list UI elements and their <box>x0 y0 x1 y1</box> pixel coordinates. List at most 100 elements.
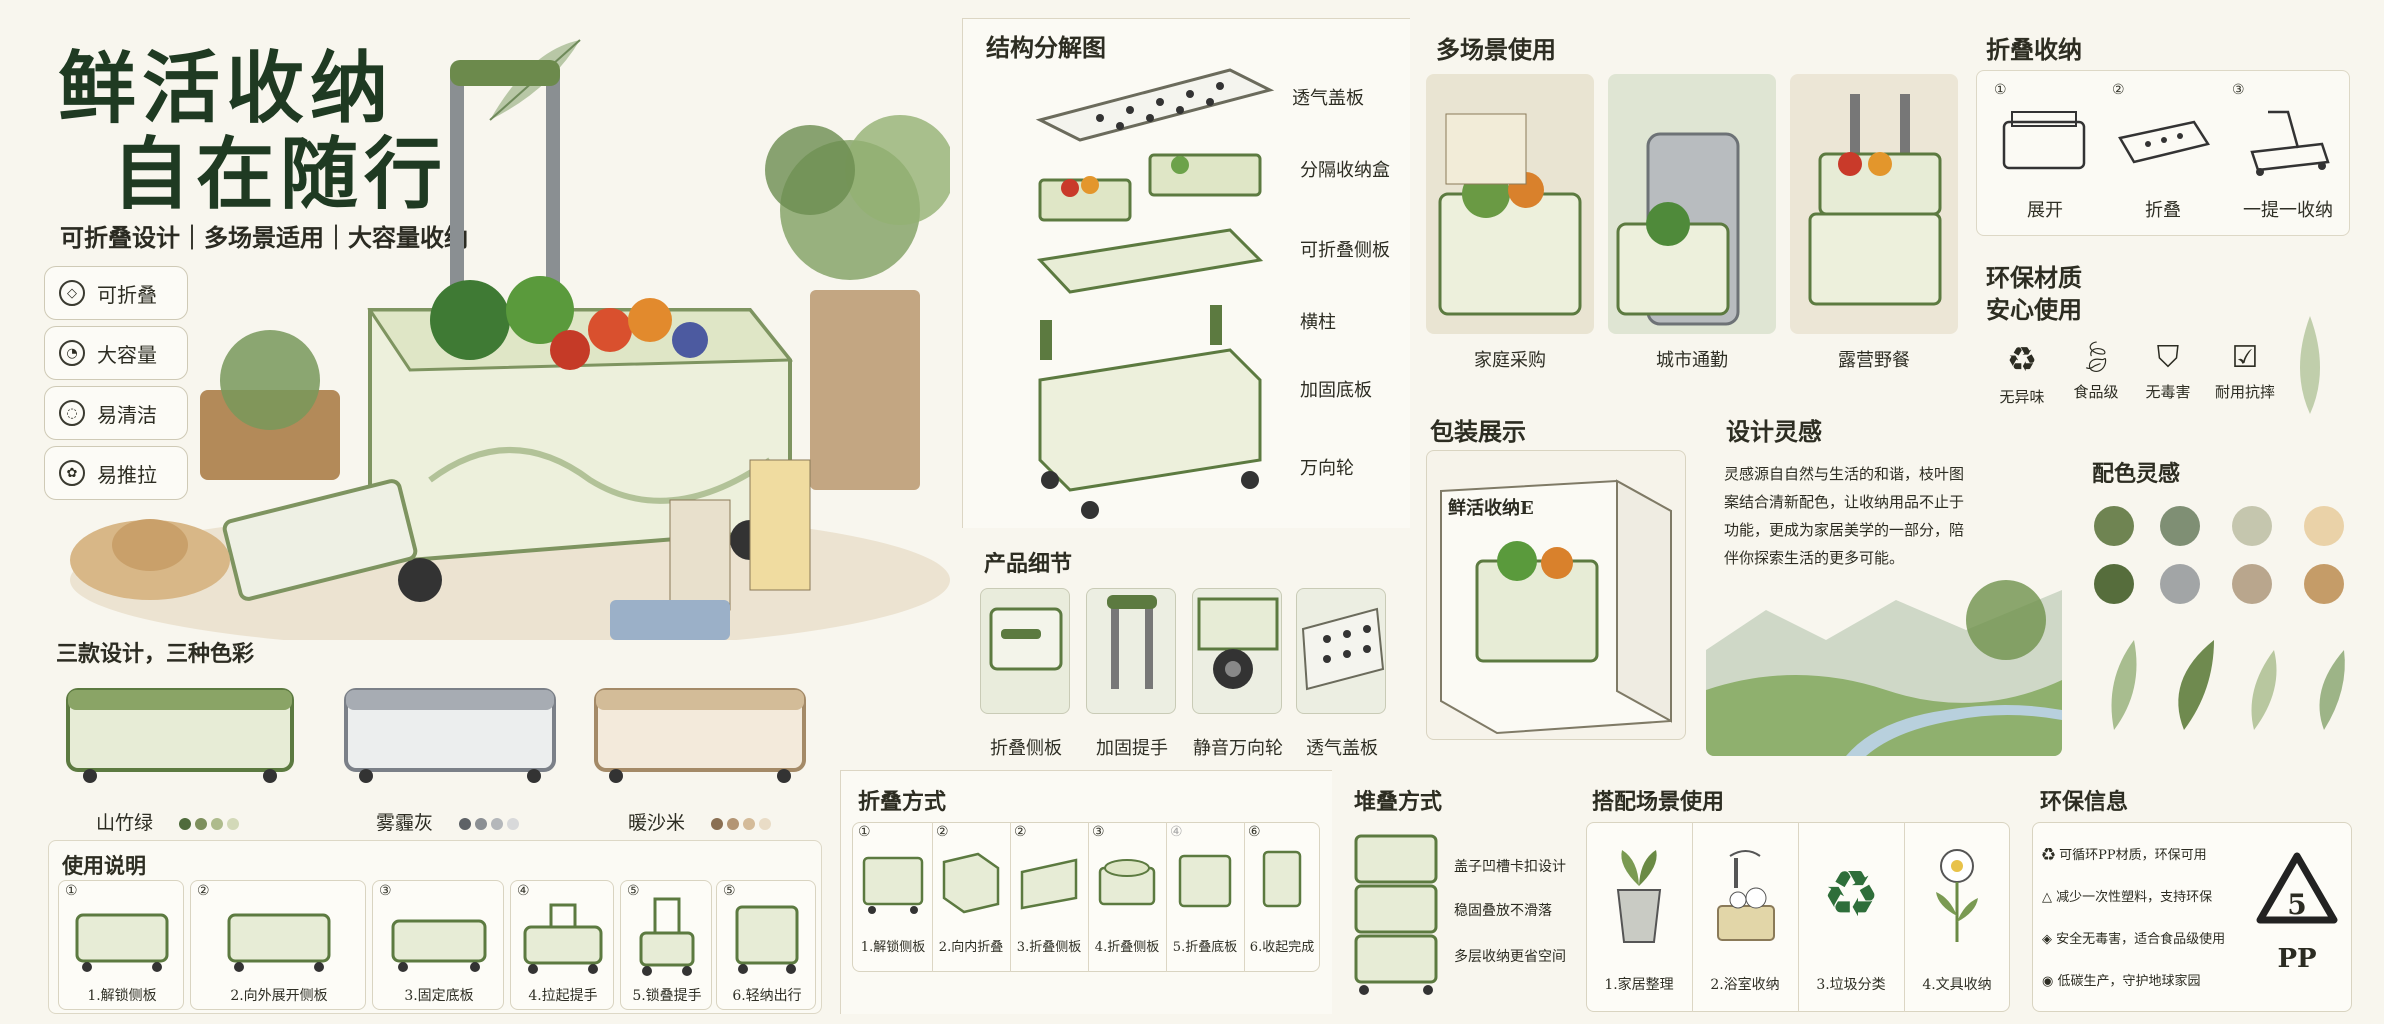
material-leaf-decor <box>2280 310 2340 420</box>
palette-swatch-2 <box>2160 506 2200 546</box>
pull-icon: ✿ <box>59 460 85 486</box>
flower-icon <box>1936 849 1978 942</box>
fold-method-step-6: ⑥ 6.收起完成 <box>1248 824 1315 955</box>
matching-title: 搭配场景使用 <box>1592 789 1725 815</box>
box-check-icon: ☑ <box>2231 340 2259 375</box>
material-item-foodgrade: 🍃︎ 食品级 <box>2058 340 2134 420</box>
detail-wheel <box>1192 588 1282 714</box>
material-item-nontoxic: ⛉ 无毒害 <box>2130 340 2206 420</box>
detail-label-1: 折叠侧板 <box>990 738 1062 759</box>
stacking-line-3: 多层收纳更省空间 <box>1454 949 1566 965</box>
palette-swatch-7 <box>2232 564 2272 604</box>
inspiration-text: 灵感源自自然与生活的和谐，枝叶图案结合清新配色，让收纳用品不止于功能，更成为家居… <box>1724 465 1965 567</box>
fold-method-step-1: ① 1.解锁侧板 <box>858 824 926 955</box>
scene-label-city: 城市通勤 <box>1656 350 1728 371</box>
fold-method-divider-2 <box>1010 822 1011 972</box>
usage-step-3: ③ 3.固定底板 <box>372 880 504 1010</box>
usage-step-4: ④ 4.拉起提手 <box>510 880 614 1010</box>
detail-handle <box>1086 588 1176 714</box>
usage-step-6: ⑤ 6.轻纳出行 <box>716 880 816 1010</box>
variant-sand-image <box>590 680 810 790</box>
fold-storage-panel <box>1976 70 2350 236</box>
matching-divider-3 <box>1904 822 1905 1012</box>
palette-swatch-3 <box>2232 506 2272 546</box>
variant-sand: 暖沙米 <box>628 808 775 835</box>
stacking-title: 堆叠方式 <box>1354 789 1443 815</box>
exploded-part-divider: 分隔收纳盒 <box>1300 160 1390 181</box>
fold-method-divider-5 <box>1244 822 1245 972</box>
fold-method-title: 折叠方式 <box>858 789 947 815</box>
feature-pill-fold: ◇可折叠 <box>44 266 188 320</box>
inspiration-title: 设计灵感 <box>1726 417 1822 446</box>
hero-title-line2: 自在随行 <box>112 129 449 220</box>
detail-fold-side <box>980 588 1070 714</box>
exploded-part-lid: 透气盖板 <box>1292 88 1364 109</box>
packaging-box-text: 鲜活收纳E <box>1448 498 1534 519</box>
stacking-line-2: 稳固叠放不滑落 <box>1454 903 1552 919</box>
inspiration-landscape <box>1706 560 2062 756</box>
eco-line-3: ◈ 安全无毒害，适合食品级使用 <box>2042 932 2226 947</box>
fold-method-divider-4 <box>1166 822 1167 972</box>
plant-pot-icon <box>1616 850 1662 943</box>
recycle-icon: ♻ <box>1822 858 1880 932</box>
stacking-image <box>1350 830 1440 1000</box>
detail-label-4: 透气盖板 <box>1306 738 1378 759</box>
matching-item-stationery: 4.文具收纳 <box>1904 822 2010 1012</box>
matching-item-home: 1.家居整理 <box>1586 822 1692 1012</box>
fold-step-3: ③ 一提一收纳 <box>2232 82 2333 221</box>
usage-step-5: ⑤ 5.锁叠提手 <box>620 880 712 1010</box>
exploded-part-wheel: 万向轮 <box>1300 458 1354 479</box>
fold-method-divider-3 <box>1088 822 1089 972</box>
leaf-icon: 🍃︎ <box>2076 340 2116 375</box>
fold-method-step-2: ② 2.向内折叠 <box>936 824 1004 955</box>
matching-item-bath: 2.浴室收纳 <box>1692 822 1798 1012</box>
capacity-icon: ◔ <box>59 340 85 366</box>
variant-sand-dots <box>711 812 775 834</box>
fold-step-1: ① 展开 <box>1990 82 2100 232</box>
eco-line-2: △ 减少一次性塑料，支持环保 <box>2042 890 2213 905</box>
shield-star-icon: ⛉ <box>2156 340 2180 375</box>
palette-title: 配色灵感 <box>2092 461 2181 487</box>
detail-label-2: 加固提手 <box>1096 738 1168 759</box>
fold-method-step-3: ② 3.折叠侧板 <box>1014 824 1082 955</box>
feature-pill-clean: ◌易清洁 <box>44 386 188 440</box>
packaging-box-image <box>1426 450 1686 740</box>
usage-title: 使用说明 <box>62 853 146 878</box>
exploded-diagram <box>1030 60 1290 530</box>
variant-gray-dots <box>459 812 523 834</box>
recycle-small-icon: ♻ <box>2042 848 2060 863</box>
recycle-icon: ♻ <box>2006 340 2038 380</box>
scenes-title: 多场景使用 <box>1436 35 1556 64</box>
triangle-icon: △ <box>2042 890 2057 905</box>
hero-title-line1: 鲜活收纳 <box>58 43 395 134</box>
fold-icon: ◇ <box>59 280 85 306</box>
detail-vent-lid <box>1296 588 1386 714</box>
exploded-part-side: 可折叠侧板 <box>1300 240 1390 261</box>
feature-pill-pull: ✿易推拉 <box>44 446 188 500</box>
scene-camping <box>1790 74 1958 334</box>
variant-green-dots <box>179 812 243 834</box>
feature-pill-capacity: ◔大容量 <box>44 326 188 380</box>
scene-home-shopping <box>1426 74 1594 334</box>
pp-recycle-code: PP <box>2277 944 2317 974</box>
hero-subtitle: 可折叠设计｜多场景适用｜大容量收纳 <box>60 223 468 252</box>
usage-step-1: ① 1.解锁侧板 <box>58 880 184 1010</box>
fold-storage-title: 折叠收纳 <box>1986 35 2082 64</box>
fold-method-step-4: ③ 4.折叠侧板 <box>1092 824 1160 955</box>
material-item-odorless: ♻ 无异味 <box>1984 340 2060 420</box>
exploded-title: 结构分解图 <box>986 33 1106 62</box>
hero-product-illustration <box>50 60 955 650</box>
stacking-line-1: 盖子凹槽卡扣设计 <box>1454 859 1566 875</box>
palette-swatch-1 <box>2094 506 2134 546</box>
palette-swatch-8 <box>2304 564 2344 604</box>
fold-method-divider-1 <box>932 822 933 972</box>
exploded-part-base: 加固底板 <box>1300 380 1372 401</box>
eco-line-4: ◉ 低碳生产，守护地球家园 <box>2042 974 2201 989</box>
packaging-title: 包装展示 <box>1430 417 1526 446</box>
matching-item-trash: ♻ 3.垃圾分类 <box>1798 822 1904 1012</box>
pp-recycle-symbol <box>2252 848 2342 938</box>
palette-swatch-6 <box>2160 564 2200 604</box>
exploded-part-pillar: 横柱 <box>1300 312 1336 333</box>
details-title: 产品细节 <box>984 551 1073 577</box>
fold-method-row <box>852 822 1320 972</box>
